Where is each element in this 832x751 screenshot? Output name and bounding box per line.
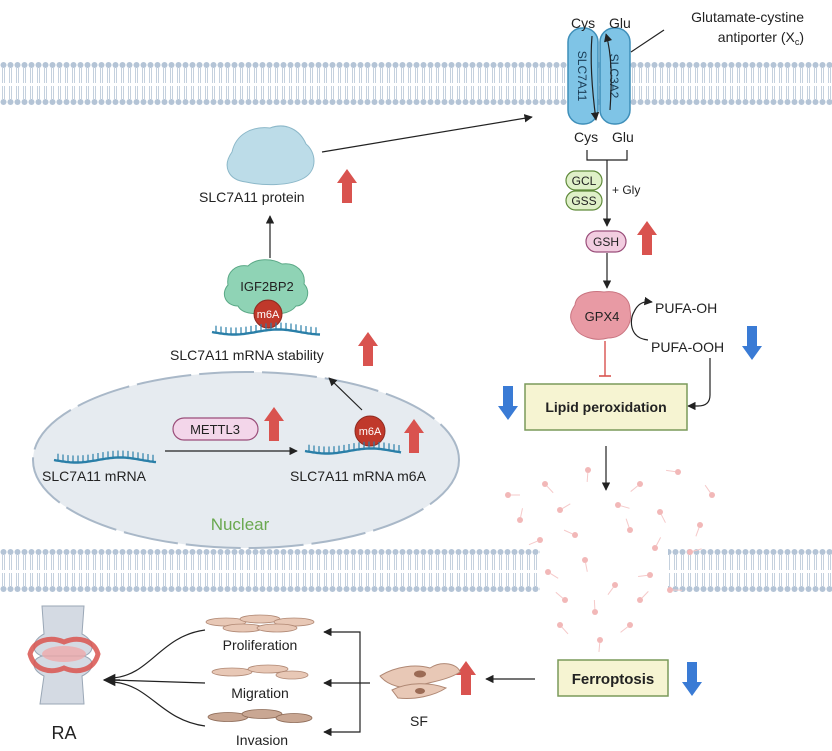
- glu-intracellular: Glu: [612, 129, 634, 145]
- cys-extracellular: Cys: [571, 15, 595, 31]
- up-arrow-protein: [337, 169, 357, 203]
- ferroptosis-label: Ferroptosis: [572, 671, 655, 688]
- sf-to-phenotypes-bracket: [324, 632, 370, 732]
- slc7a11-protein: [227, 126, 314, 185]
- up-arrow-sf: [456, 661, 476, 695]
- down-arrow-pufa-ooh: [742, 326, 762, 360]
- invasion-cells: [208, 710, 312, 723]
- igf2bp2-label: IGF2BP2: [240, 279, 293, 294]
- sf-label: SF: [410, 713, 428, 729]
- nucleus-label: Nuclear: [211, 515, 270, 534]
- phenotype-proliferation: Proliferation: [223, 637, 298, 653]
- mettl3-label: METTL3: [190, 422, 240, 437]
- m6a-label-nucleus: m6A: [359, 426, 382, 438]
- slc7a11-subunit-label: SLC7A11: [575, 51, 589, 102]
- slc7a11-protein-label: SLC7A11 protein: [199, 189, 305, 205]
- glu-extracellular: Glu: [609, 15, 631, 31]
- down-arrow-lipid: [498, 386, 518, 420]
- cell-membrane-bottom-left: [0, 548, 540, 594]
- cys-intracellular: Cys: [574, 129, 598, 145]
- pufa-oh-label: PUFA-OH: [655, 300, 717, 316]
- migration-cells: [212, 665, 308, 679]
- gcl-label: GCL: [572, 174, 597, 188]
- cell-membrane-top: [0, 61, 832, 107]
- protein-to-transporter-arrow: [322, 117, 532, 152]
- mrna-strand-cytoplasm: [212, 323, 320, 335]
- gsh-label: GSH: [593, 235, 619, 249]
- ra-label: RA: [51, 723, 76, 743]
- phenotype-invasion: Invasion: [236, 732, 288, 746]
- mrna-m6a-label: SLC7A11 mRNA m6A: [290, 468, 427, 484]
- m6a-label-cytoplasm: m6A: [257, 309, 280, 321]
- cys-glu-merge-bracket: [587, 150, 627, 167]
- pufa-ooh-to-lipid-arrow: [688, 358, 710, 406]
- gss-label: GSS: [571, 194, 596, 208]
- antiporter-name-line1: Glutamate-cystine: [691, 9, 804, 25]
- synovial-fibroblast-cells: [380, 664, 460, 699]
- up-arrow-gsh: [637, 221, 657, 255]
- mrna-label: SLC7A11 mRNA: [42, 468, 147, 484]
- downregulation-arrows: [498, 326, 762, 696]
- inflamed-joint: [30, 606, 98, 704]
- down-arrow-ferroptosis: [682, 662, 702, 696]
- gpx4-reduction-arc: [631, 302, 652, 340]
- slc3a2-subunit-label: SLC3A2: [607, 54, 621, 99]
- cell-membrane-bottom-right: [668, 548, 832, 594]
- gpx4-label: GPX4: [585, 309, 620, 324]
- pufa-ooh-label: PUFA-OOH: [651, 339, 724, 355]
- phenotype-migration: Migration: [231, 685, 289, 701]
- stability-label: SLC7A11 mRNA stability: [170, 347, 324, 363]
- phenotypes-to-ra-curves: [112, 630, 205, 726]
- proliferation-cells: [206, 615, 314, 632]
- lipid-peroxidation-label: Lipid peroxidation: [545, 399, 666, 415]
- glycine-label: + Gly: [612, 183, 640, 197]
- antiporter-name-line2: antiporter (Xc): [718, 29, 804, 47]
- up-arrow-stability: [358, 332, 378, 366]
